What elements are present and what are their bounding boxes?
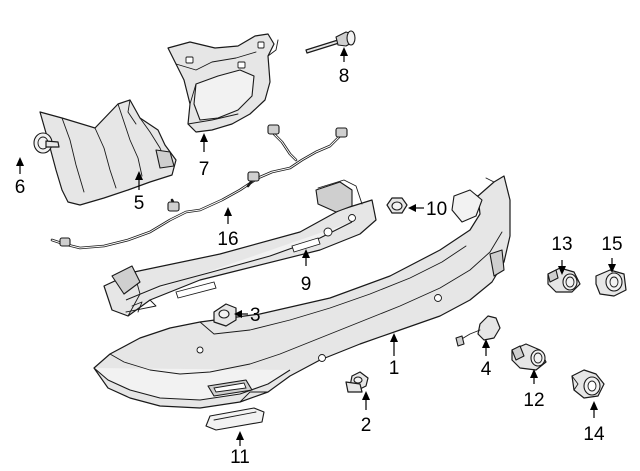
sensor-upper-part bbox=[547, 267, 581, 293]
callout-number: 12 bbox=[523, 390, 544, 411]
callout-5: 5 bbox=[134, 171, 145, 214]
upper-bracket-part bbox=[167, 33, 279, 133]
callout-3: 3 bbox=[234, 305, 261, 326]
bumper-cover-part bbox=[93, 175, 511, 409]
callout-16: 16 bbox=[217, 207, 239, 250]
sensor-bezel-part bbox=[595, 269, 627, 297]
splash-shield-part bbox=[39, 99, 177, 206]
rivet-part bbox=[305, 30, 356, 54]
callout-13: 13 bbox=[551, 234, 573, 275]
callout-4: 4 bbox=[481, 339, 492, 380]
callout-number: 1 bbox=[389, 358, 400, 379]
callout-number: 6 bbox=[15, 177, 26, 198]
reflector-part bbox=[205, 407, 265, 431]
callout-number: 13 bbox=[551, 234, 572, 255]
callout-number: 10 bbox=[426, 199, 447, 220]
callout-number: 14 bbox=[583, 424, 605, 445]
callout-12: 12 bbox=[523, 369, 545, 411]
callout-number: 3 bbox=[250, 305, 261, 326]
callout-number: 8 bbox=[339, 66, 350, 87]
sensor-bracket-part bbox=[571, 369, 605, 399]
callout-1: 1 bbox=[389, 333, 400, 379]
nut-part bbox=[386, 197, 408, 214]
callout-8: 8 bbox=[339, 47, 350, 87]
callout-10: 10 bbox=[408, 199, 447, 220]
callout-11: 11 bbox=[230, 431, 250, 468]
callout-7: 7 bbox=[199, 133, 210, 180]
callout-6: 6 bbox=[15, 157, 26, 198]
bolt-part bbox=[345, 371, 369, 393]
callout-15: 15 bbox=[601, 234, 623, 273]
callout-number: 7 bbox=[199, 159, 210, 180]
reinforcement-bar-part bbox=[103, 179, 377, 317]
wiring-harness-part bbox=[50, 124, 348, 250]
callout-number: 4 bbox=[481, 359, 492, 380]
callout-14: 14 bbox=[583, 401, 605, 445]
tow-eye-cover-part bbox=[455, 315, 501, 347]
parking-sensor-part bbox=[511, 343, 547, 371]
callout-9: 9 bbox=[301, 249, 312, 295]
callout-number: 16 bbox=[217, 229, 238, 250]
bracket-clip-part bbox=[213, 303, 237, 327]
callout-number: 5 bbox=[134, 193, 145, 214]
callout-2: 2 bbox=[361, 391, 372, 436]
push-pin-retainer-part bbox=[33, 132, 60, 154]
callout-number: 2 bbox=[361, 415, 372, 436]
callout-number: 11 bbox=[230, 447, 250, 468]
callout-number: 15 bbox=[601, 234, 622, 255]
callout-number: 9 bbox=[301, 274, 312, 295]
